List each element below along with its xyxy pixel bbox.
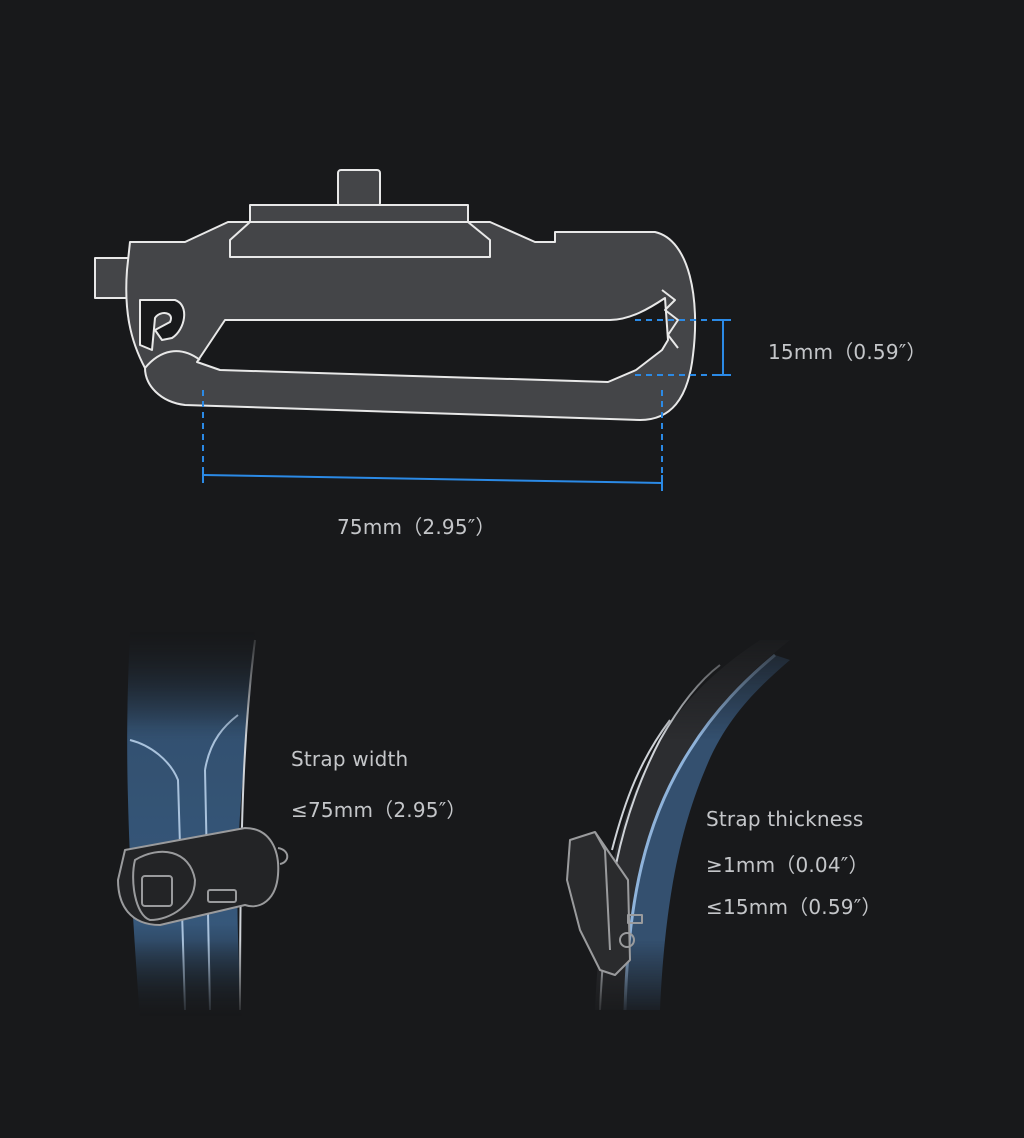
clip-on-strap-side: [566, 831, 643, 976]
strap-width-title: Strap width: [291, 747, 409, 771]
clip-length-label: 75mm（2.95″）: [337, 515, 496, 539]
clip-plate: [229, 221, 491, 258]
clip-stub: [94, 257, 130, 299]
gap-height-label: 15mm（0.59″）: [768, 340, 927, 364]
strap-width-max: ≤75mm（2.95″）: [291, 798, 467, 822]
clip-body: [125, 221, 697, 421]
dimension-gap: [635, 319, 731, 376]
clip-hook: [139, 299, 186, 351]
dimension-length: [202, 390, 663, 491]
strap-thickness-title: Strap thickness: [706, 807, 864, 831]
strap-thickness-max: ≤15mm（0.59″）: [706, 895, 882, 919]
clip-side-view: [94, 169, 697, 421]
strap-width-illustration: [127, 630, 256, 1020]
strap-front: [127, 630, 255, 1020]
clip-plate-top: [249, 204, 469, 224]
clip-on-strap-front: [117, 827, 289, 926]
strap-thickness-min: ≥1mm（0.04″）: [706, 853, 869, 877]
clip-top-knob: [337, 169, 381, 207]
